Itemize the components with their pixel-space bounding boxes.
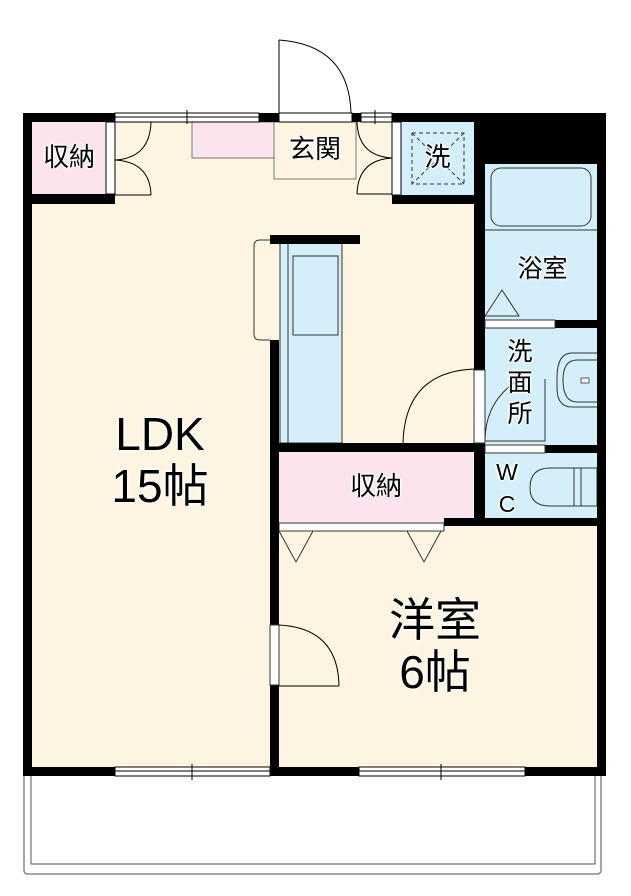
western-room-floor — [274, 525, 604, 775]
storage-top-left — [32, 122, 106, 194]
windows — [114, 110, 526, 780]
doors — [114, 39, 475, 687]
ldk-label: LDK 15帖 — [60, 408, 260, 512]
washroom-char-3: 所 — [507, 399, 533, 428]
storage-center-label: 収納 — [349, 472, 402, 502]
ldk-name: LDK — [115, 408, 205, 460]
storage-center — [279, 451, 473, 525]
western-room-label: 洋室 6帖 — [335, 594, 535, 698]
toilet-char-c: C — [498, 491, 516, 517]
washroom-label: 洗 面 所 — [500, 336, 540, 429]
western-room-name: 洋室 — [389, 594, 481, 646]
western-room-size: 6帖 — [399, 646, 471, 698]
washroom-char-2: 面 — [507, 368, 533, 397]
entrance-label: 玄関 — [288, 135, 341, 165]
walls — [23, 113, 606, 776]
balcony — [23, 775, 602, 875]
entrance-area — [273, 121, 357, 180]
toilet-char-w: W — [496, 459, 518, 485]
washer-label: 洗 — [424, 143, 451, 173]
ldk-size: 15帖 — [111, 460, 209, 512]
shoe-cabinet — [191, 121, 276, 159]
bathtub — [490, 167, 592, 227]
sink — [292, 255, 339, 336]
toilet-label: W C — [492, 456, 522, 520]
bathroom-label: 浴室 — [517, 254, 568, 283]
storage-top-left-label: 収納 — [42, 143, 95, 173]
washroom-char-1: 洗 — [507, 337, 533, 366]
